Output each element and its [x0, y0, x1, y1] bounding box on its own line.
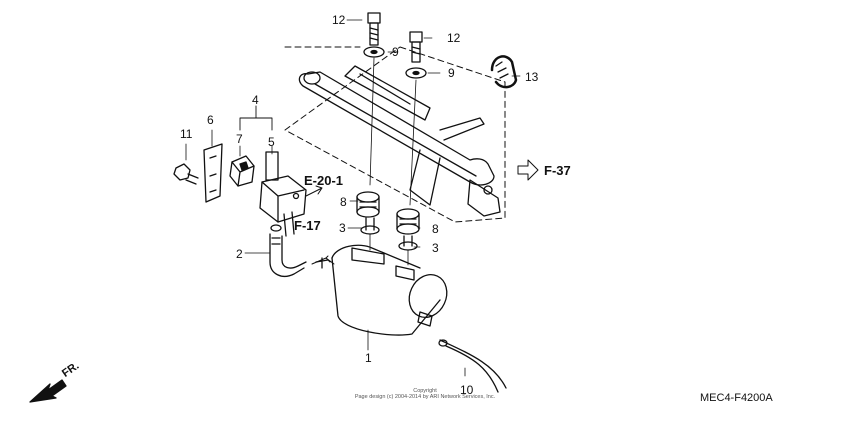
ref-label-f37: F-37: [544, 163, 571, 178]
tube-10: [438, 339, 507, 393]
part-label-12-right: 12: [447, 31, 461, 45]
collar-3-right: [398, 235, 418, 251]
band-13: [490, 55, 518, 89]
hose-2: [269, 233, 307, 277]
label-leaders: [185, 19, 521, 377]
ref-label-f17: F-17: [294, 218, 321, 233]
part-label-3-left: 3: [339, 221, 346, 235]
solenoid-valve-5: [259, 151, 307, 237]
bolt-11: [173, 163, 199, 185]
part-label-12-left: 12: [332, 13, 346, 27]
bolt-12-right: [409, 31, 423, 63]
f37-arrow: [517, 159, 539, 181]
bracket-6: [203, 143, 223, 203]
leader-lines: [369, 57, 417, 266]
ref-label-e201: E-20-1: [304, 173, 344, 188]
bolt-12-left: [367, 12, 381, 46]
collar-3-left: [360, 217, 380, 235]
part-label-8-right: 8: [432, 222, 439, 236]
part-label-4: 4: [252, 93, 259, 107]
front-direction-arrow: [29, 379, 67, 403]
part-label-13: 13: [525, 70, 539, 84]
copyright-line-2: Page design (c) 2004-2014 by ARI Network…: [354, 394, 496, 400]
copyright-line-1: Copyright: [413, 388, 437, 394]
washer-9-right: [405, 67, 427, 79]
e201-arrow: [305, 185, 323, 197]
group-4-bracket: [239, 105, 273, 131]
frame-bracket: [298, 65, 501, 217]
rubber-mount-8-right: [396, 208, 420, 235]
part-label-8-left: 8: [340, 195, 347, 209]
rubber-mount-8-left: [356, 191, 380, 218]
part-label-1: 1: [365, 351, 372, 365]
part-label-10: 10: [460, 383, 474, 397]
evap-canister: [315, 244, 448, 336]
copyright-block: Copyright Page design (c) 2004-2014 by A…: [320, 388, 530, 400]
part-label-11: 11: [180, 127, 193, 141]
part-label-2: 2: [236, 247, 243, 261]
diagram-code: MEC4-F4200A: [700, 392, 773, 404]
part-label-7: 7: [236, 132, 243, 146]
part-label-6: 6: [207, 113, 214, 127]
part-label-9-right: 9: [448, 66, 455, 80]
connector-7: [229, 155, 255, 187]
part-label-5: 5: [268, 135, 275, 149]
bracket-group-outline: [284, 46, 506, 223]
washer-9-left: [363, 46, 385, 58]
f17-arrow: [311, 255, 335, 265]
part-label-9-left: 9: [392, 45, 399, 59]
part-label-3-right: 3: [432, 241, 439, 255]
